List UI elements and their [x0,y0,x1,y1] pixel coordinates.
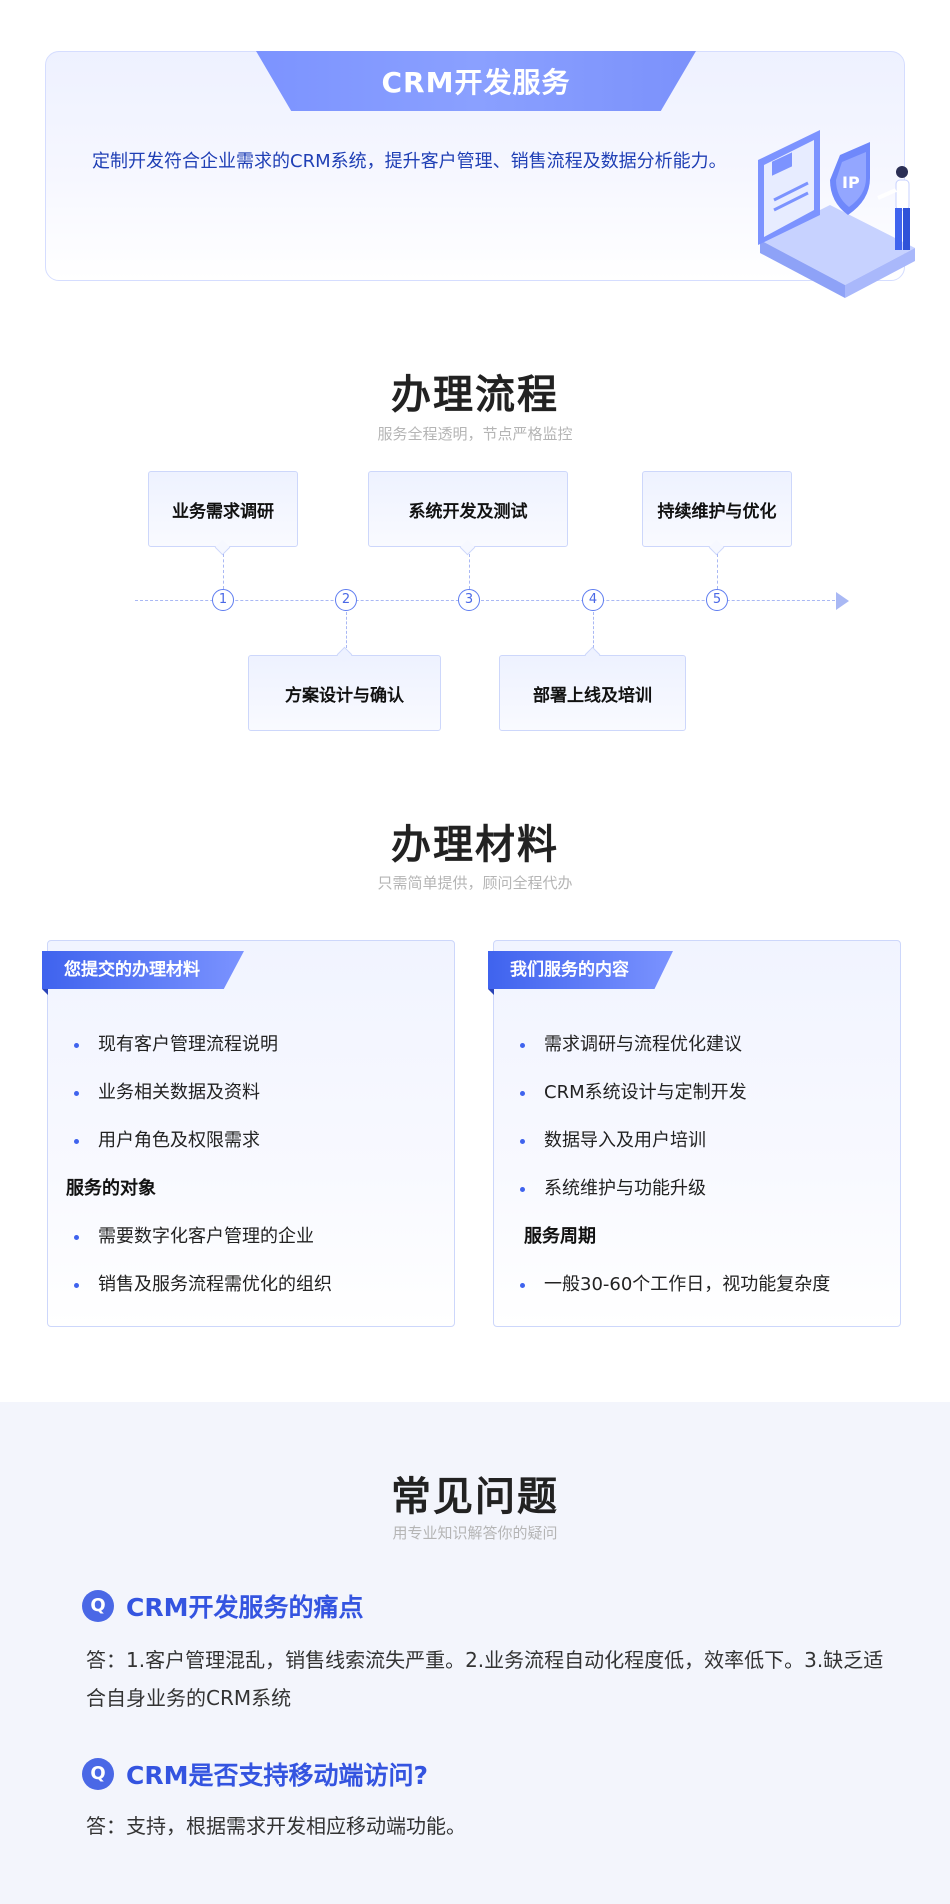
faq-title: 常见问题 [391,1474,559,1520]
step-number-5: 5 [706,589,728,611]
process-step-label: 部署上线及培训 [533,685,652,706]
process-step-label: 持续维护与优化 [657,501,777,522]
faq-answer-1: 答：1.客户管理混乱，销售线索流失严重。2.业务流程自动化程度低，效率低下。3.… [86,1648,884,1710]
bullet-icon [74,1091,79,1096]
illustration-ip-label: IP [842,173,860,192]
service-content-card: 我们服务的内容 需求调研与流程优化建议 CRM系统设计与定制开发 数据导入及用户… [488,940,901,1327]
bullet-icon [74,1283,79,1288]
list-item: CRM系统设计与定制开发 [494,1069,900,1117]
hero-description: 定制开发符合企业需求的CRM系统，提升客户管理、销售流程及数据分析能力。 [92,151,727,172]
question-icon: Q [82,1758,114,1790]
card-list: 需求调研与流程优化建议 CRM系统设计与定制开发 数据导入及用户培训 系统维护与… [494,1021,900,1309]
timeline-arrow-icon [836,592,849,610]
computer-shield-illustration-icon: IP [758,130,915,298]
hero-title: CRM开发服务 [381,66,571,99]
bullet-icon [74,1043,79,1048]
process-subtitle: 服务全程透明，节点严格监控 [377,425,573,443]
list-item: 销售及服务流程需优化的组织 [48,1261,454,1309]
process-step-3: 系统开发及测试 [368,471,568,547]
list-item: 一般30-60个工作日，视功能复杂度 [494,1261,900,1309]
bullet-icon [520,1043,525,1048]
list-item: 需求调研与流程优化建议 [494,1021,900,1069]
bullet-icon [520,1139,525,1144]
card-sub-heading: 服务的对象 [66,1178,156,1199]
card-tag: 您提交的办理材料 [42,951,244,989]
process-step-4: 部署上线及培训 [499,655,686,731]
process-step-label: 系统开发及测试 [408,501,528,522]
step-number-1: 1 [212,589,234,611]
bullet-icon [74,1235,79,1240]
bullet-icon [74,1139,79,1144]
faq-question-text: CRM开发服务的痛点 [126,1593,364,1622]
bullet-icon [520,1091,525,1096]
bullet-icon [520,1187,525,1192]
process-step-label: 业务需求调研 [172,501,274,522]
step-number-2: 2 [335,589,357,611]
faq-question-1[interactable]: Q CRM开发服务的痛点 [82,1588,363,1624]
question-icon: Q [82,1590,114,1622]
faq-answer-2: 答：支持，根据需求开发相应移动端功能。 [86,1814,466,1838]
submitted-materials-card: 您提交的办理材料 现有客户管理流程说明 业务相关数据及资料 用户角色及权限需求 … [42,940,455,1327]
list-item: 系统维护与功能升级 [494,1165,900,1213]
list-item: 需要数字化客户管理的企业 [48,1213,454,1261]
card-sub-heading: 服务周期 [524,1226,596,1247]
bullet-icon [520,1283,525,1288]
step-number-3: 3 [458,589,480,611]
hero-title-tab: CRM开发服务 [256,51,696,111]
process-step-2: 方案设计与确认 [248,655,441,731]
process-title: 办理流程 [391,372,559,418]
materials-subtitle: 只需简单提供，顾问全程代办 [377,874,573,892]
list-item: 数据导入及用户培训 [494,1117,900,1165]
faq-question-text: CRM是否支持移动端访问? [126,1761,428,1790]
step-number-4: 4 [582,589,604,611]
list-item: 用户角色及权限需求 [48,1117,454,1165]
faq-section [0,1402,950,1904]
materials-title: 办理材料 [391,822,559,868]
process-step-5: 持续维护与优化 [642,471,792,547]
faq-question-2[interactable]: Q CRM是否支持移动端访问? [82,1756,428,1792]
card-list: 现有客户管理流程说明 业务相关数据及资料 用户角色及权限需求 服务的对象 需要数… [48,1021,454,1309]
card-tag: 我们服务的内容 [488,951,673,989]
list-item: 业务相关数据及资料 [48,1069,454,1117]
faq-subtitle: 用专业知识解答你的疑问 [392,1524,558,1542]
process-timeline: 业务需求调研 1 2 方案设计与确认 系统开发及测试 3 4 部署上线及培训 持… [0,460,950,740]
process-step-1: 业务需求调研 [148,471,298,547]
list-item: 现有客户管理流程说明 [48,1021,454,1069]
timeline-line [135,600,835,601]
process-step-label: 方案设计与确认 [285,685,404,706]
